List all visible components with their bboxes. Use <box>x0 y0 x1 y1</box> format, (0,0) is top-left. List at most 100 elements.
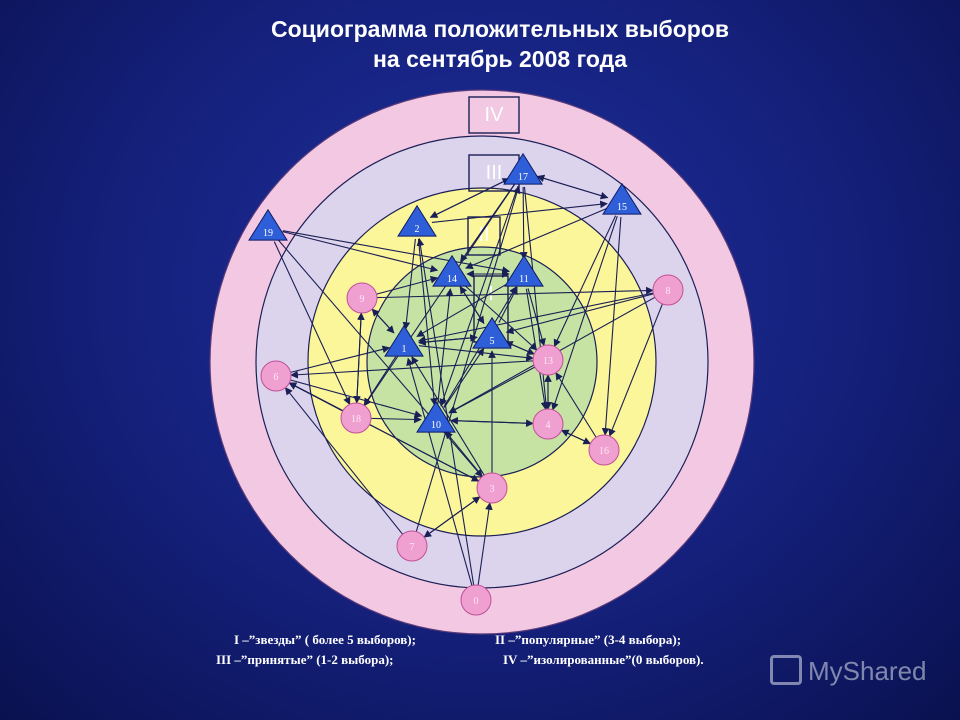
edge-8-to-16 <box>608 303 663 437</box>
edge-15-to-4 <box>551 216 618 411</box>
zone-rings <box>209 89 755 635</box>
node-label-1: 1 <box>402 344 407 355</box>
edge-19-to-11 <box>282 230 510 274</box>
node-label-0: 0 <box>474 596 479 607</box>
node-6: 6 <box>260 360 292 392</box>
edge-18-to-10 <box>370 415 422 424</box>
edge-17-to-10 <box>439 185 519 407</box>
edge-15-to-14 <box>465 207 609 269</box>
edge-7-to-17 <box>415 185 521 532</box>
node-label-17: 17 <box>518 172 528 183</box>
legend-item-1: I –”звезды” ( более 5 выборов); <box>234 632 416 647</box>
edge-10-to-14 <box>437 288 454 406</box>
node-8: 8 <box>652 274 684 306</box>
node-label-19: 19 <box>263 228 273 239</box>
node-label-16: 16 <box>599 446 609 457</box>
node-13: 13 <box>532 344 564 376</box>
edge-0-to-1 <box>406 357 473 586</box>
zone-label-IV: IV <box>468 96 520 134</box>
node-11: 11 <box>504 254 544 287</box>
edge-17-to-11 <box>519 186 528 260</box>
node-5: 5 <box>472 316 512 349</box>
edge-9-to-8 <box>376 286 654 299</box>
node-shape-3 <box>476 472 508 504</box>
zone-label-text-II: II <box>478 224 489 246</box>
node-label-3: 3 <box>490 484 495 495</box>
node-shape-4 <box>532 408 564 440</box>
node-18: 18 <box>340 402 372 434</box>
node-shape-10 <box>416 400 456 433</box>
edge-6-to-1 <box>290 345 391 373</box>
edge-9-to-14 <box>376 275 439 295</box>
title-line-1: Социограмма положительных выборов <box>271 16 729 42</box>
node-shape-15 <box>602 182 642 215</box>
edge-3-to-1 <box>411 356 485 476</box>
legend-item-3: III –”принятые” (1-2 выбора); <box>216 652 394 667</box>
node-19: 19 <box>248 208 288 241</box>
edge-11-to-4 <box>525 288 549 410</box>
node-label-6: 6 <box>274 372 279 383</box>
node-shape-9 <box>346 282 378 314</box>
edge-2-to-17 <box>430 178 511 218</box>
edge-16-to-13 <box>555 372 597 438</box>
node-label-13: 13 <box>543 356 553 367</box>
edge-0-to-2 <box>416 238 475 586</box>
node-3: 3 <box>476 472 508 504</box>
edge-19-to-14 <box>282 231 439 273</box>
edge-6-to-10 <box>290 379 423 418</box>
edge-1-to-18 <box>363 356 397 407</box>
node-shape-16 <box>588 434 620 466</box>
node-label-2: 2 <box>415 224 420 235</box>
node-1: 1 <box>384 324 424 357</box>
edge-3-to-6 <box>288 382 479 482</box>
node-0: 0 <box>460 584 492 616</box>
title-line-2: на сентябрь 2008 года <box>373 46 627 72</box>
node-shape-18 <box>340 402 372 434</box>
edge-10-to-5 <box>443 347 485 408</box>
edge-19-to-18 <box>273 241 351 406</box>
edge-9-to-1 <box>371 308 395 334</box>
node-14: 14 <box>432 254 472 287</box>
node-shape-8 <box>652 274 684 306</box>
edge-1-to-5 <box>418 334 478 344</box>
watermark: MyShared <box>770 655 927 688</box>
node-label-14: 14 <box>447 274 457 285</box>
edge-2-to-1 <box>402 238 416 330</box>
edge-18-to-9 <box>356 312 365 404</box>
node-7: 7 <box>396 530 428 562</box>
watermark-logo-icon <box>770 655 802 686</box>
edge-2-to-15 <box>431 200 608 223</box>
node-shape-5 <box>472 316 512 349</box>
edge-15-to-13 <box>553 215 617 348</box>
node-shape-13 <box>532 344 564 376</box>
zone-label-text-IV: IV <box>485 104 505 126</box>
node-10: 10 <box>416 400 456 433</box>
node-shape-1 <box>384 324 424 357</box>
node-label-11: 11 <box>519 274 529 285</box>
node-shape-11 <box>504 254 544 287</box>
edge-15-to-16 <box>601 216 622 436</box>
node-17: 17 <box>503 152 543 185</box>
node-label-15: 15 <box>617 202 627 213</box>
page-title: Социограмма положительных выборов на сен… <box>0 14 960 74</box>
edge-1-to-13 <box>418 345 534 362</box>
edges <box>273 174 663 586</box>
legend-item-2: II –”популярные” (3-4 выбора); <box>495 632 682 647</box>
node-label-5: 5 <box>490 336 495 347</box>
zone-label-text-I: I <box>488 283 494 305</box>
node-shape-17 <box>503 152 543 185</box>
node-15: 15 <box>602 182 642 215</box>
legend-item-4: IV –”изолированные”(0 выборов). <box>503 652 704 667</box>
node-shape-14 <box>432 254 472 287</box>
node-shape-2 <box>397 204 437 237</box>
edge-8-to-1 <box>417 292 654 344</box>
edge-13-to-6 <box>290 360 534 379</box>
node-shape-6 <box>260 360 292 392</box>
node-label-18: 18 <box>351 414 361 425</box>
node-label-10: 10 <box>431 420 441 431</box>
edge-7-to-6 <box>284 387 404 535</box>
node-label-8: 8 <box>666 286 671 297</box>
edge-2-to-10 <box>417 238 438 406</box>
